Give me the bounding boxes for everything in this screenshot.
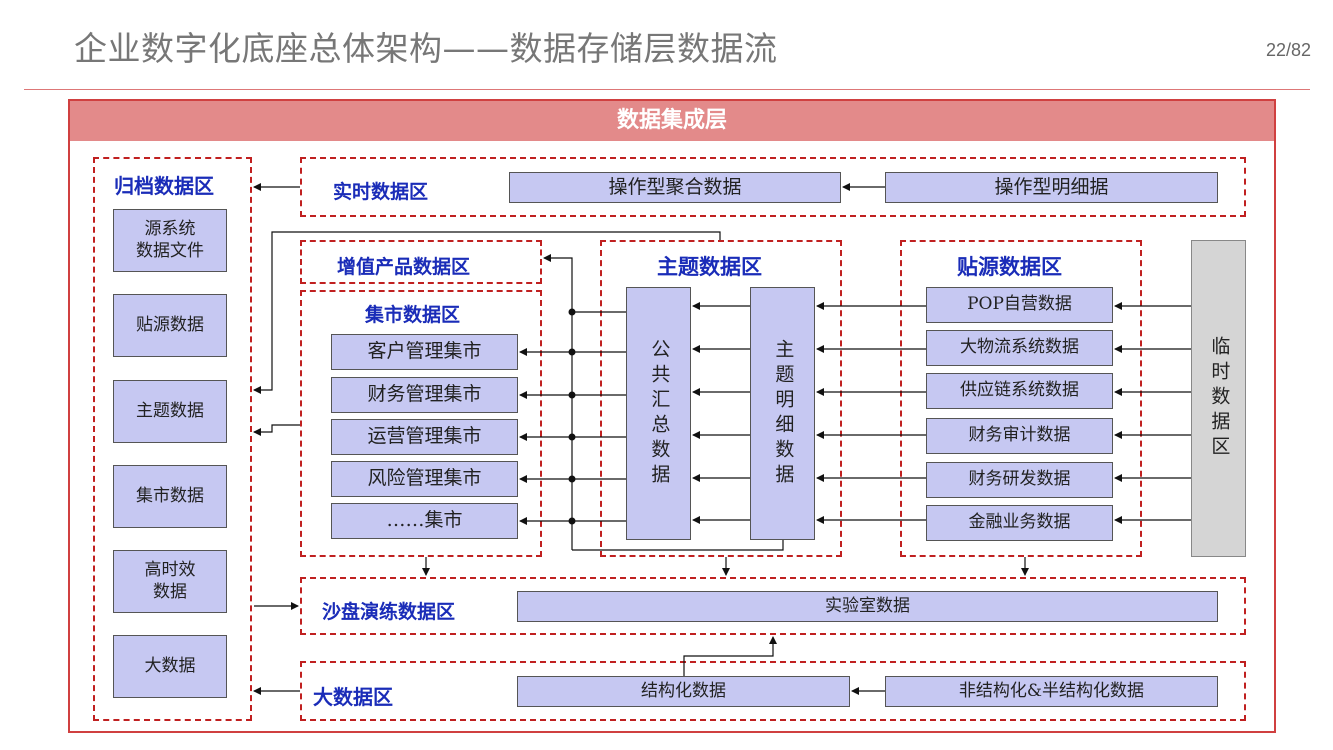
source-item-finance-audit: 财务审计数据 (926, 418, 1113, 454)
temp-data-label: 临时数据区 (1208, 336, 1231, 461)
lab-data: 实验室数据 (517, 591, 1218, 622)
mart-item-finance: 财务管理集市 (331, 377, 518, 413)
temp-data-zone: 临时数据区 (1191, 240, 1246, 557)
page-number: 22/82 (1266, 40, 1312, 60)
public-summary-data: 公共汇总数据 (626, 287, 691, 540)
mart-item-risk: 风险管理集市 (331, 461, 518, 497)
archive-zone (93, 157, 252, 721)
archive-item-subject-data: 主题数据 (113, 380, 227, 443)
sandbox-zone-title: 沙盘演练数据区 (322, 601, 456, 623)
integration-layer-banner: 数据集成层 (70, 101, 1274, 141)
mart-zone-title: 集市数据区 (365, 304, 461, 326)
mart-item-operations: 运营管理集市 (331, 419, 518, 455)
realtime-zone (300, 157, 1246, 217)
public-summary-label: 公共汇总数据 (648, 338, 671, 489)
unstructured-data: 非结构化&半结构化数据 (885, 676, 1218, 707)
archive-item-big-data: 大数据 (113, 635, 227, 698)
archive-item-label: 大数据 (144, 655, 196, 676)
structured-data: 结构化数据 (517, 676, 850, 707)
archive-item-label: 主题数据 (136, 400, 204, 421)
subject-detail-data: 主题明细数据 (750, 287, 815, 540)
mart-item-customer: 客户管理集市 (331, 334, 518, 370)
source-item-finance-rd: 财务研发数据 (926, 462, 1113, 498)
source-item-pop: POP自营数据 (926, 287, 1113, 323)
realtime-detail-data: 操作型明细据 (885, 172, 1218, 203)
subject-zone (600, 240, 842, 557)
header-divider (24, 89, 1310, 90)
source-zone-title: 贴源数据区 (957, 255, 1062, 279)
realtime-aggregated-data: 操作型聚合数据 (509, 172, 841, 203)
subject-detail-label: 主题明细数据 (772, 338, 795, 489)
archive-item-label: 高时效 数据 (144, 560, 196, 602)
archive-item-timely-data: 高时效 数据 (113, 550, 227, 613)
archive-item-label: 源系统 数据文件 (136, 219, 204, 261)
archive-item-label: 集市数据 (136, 485, 204, 506)
mart-item-more: ……集市 (331, 503, 518, 539)
source-item-supply-chain: 供应链系统数据 (926, 373, 1113, 409)
value-added-zone-title: 增值产品数据区 (337, 256, 471, 278)
sandbox-zone (300, 577, 1246, 635)
page-title: 企业数字化底座总体架构——数据存储层数据流 (74, 29, 778, 68)
big-data-zone-title: 大数据区 (313, 685, 393, 709)
realtime-zone-title: 实时数据区 (333, 181, 429, 203)
archive-item-source-files: 源系统 数据文件 (113, 209, 227, 272)
archive-zone-title: 归档数据区 (114, 174, 214, 198)
source-item-finance-business: 金融业务数据 (926, 505, 1113, 541)
source-item-logistics: 大物流系统数据 (926, 330, 1113, 366)
archive-item-mart-data: 集市数据 (113, 465, 227, 528)
archive-item-label: 贴源数据 (136, 314, 204, 335)
archive-item-source-data: 贴源数据 (113, 294, 227, 357)
source-zone (900, 240, 1142, 557)
subject-zone-title: 主题数据区 (657, 255, 762, 279)
